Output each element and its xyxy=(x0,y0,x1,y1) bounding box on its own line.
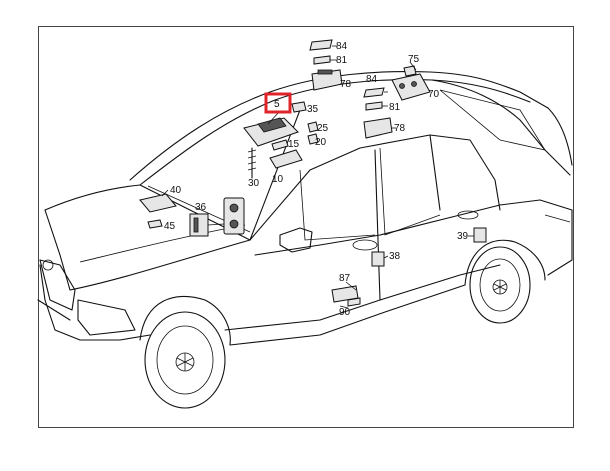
part-38-switch xyxy=(371,251,385,267)
callout-30[interactable]: 30 xyxy=(248,178,260,189)
callout-40[interactable]: 40 xyxy=(170,185,182,196)
diagram-frame xyxy=(38,26,574,428)
callout-5-highlight-box xyxy=(264,92,292,114)
callout-45[interactable]: 45 xyxy=(164,221,176,232)
callout-84-right[interactable]: 84 xyxy=(366,74,378,85)
part-35-switch xyxy=(291,101,307,113)
part-84-lens-right xyxy=(363,87,385,98)
interior-parts xyxy=(139,39,487,307)
callout-90[interactable]: 90 xyxy=(339,307,351,318)
part-10-lamp xyxy=(269,149,303,169)
leader-lines xyxy=(161,45,474,309)
part-70-console xyxy=(391,73,431,101)
part-81-lamp-right xyxy=(365,101,383,111)
callout-36[interactable]: 36 xyxy=(195,202,207,213)
car-body-outline xyxy=(37,70,573,409)
callout-75[interactable]: 75 xyxy=(408,54,420,65)
part-40-module xyxy=(139,193,177,213)
callout-labels: 84 81 78 75 84 70 35 81 25 20 78 15 30 1… xyxy=(164,41,469,318)
callout-81-top[interactable]: 81 xyxy=(336,55,348,66)
part-20-bulb xyxy=(307,133,319,145)
callout-25[interactable]: 25 xyxy=(317,123,329,134)
part-switch-panel xyxy=(223,197,245,235)
callout-5[interactable]: 5 xyxy=(274,99,280,110)
part-84-lens-top xyxy=(309,39,333,51)
part-45-sensor xyxy=(147,219,163,229)
part-15-lamp xyxy=(271,139,289,151)
callout-20[interactable]: 20 xyxy=(315,137,327,148)
part-75-bulb xyxy=(403,65,417,77)
part-90-lens xyxy=(347,297,361,307)
callout-78-top[interactable]: 78 xyxy=(340,79,352,90)
callout-84-top[interactable]: 84 xyxy=(336,41,348,52)
callout-15[interactable]: 15 xyxy=(288,139,300,150)
part-25-bulb xyxy=(307,121,319,133)
part-78-housing-right xyxy=(363,117,393,139)
callout-87[interactable]: 87 xyxy=(339,273,351,284)
callout-39[interactable]: 39 xyxy=(457,231,469,242)
part-39-switch xyxy=(473,227,487,243)
callout-81-right[interactable]: 81 xyxy=(389,102,401,113)
callout-35[interactable]: 35 xyxy=(307,104,319,115)
callout-70[interactable]: 70 xyxy=(428,89,440,100)
callout-10[interactable]: 10 xyxy=(272,174,284,185)
part-36-switch-block xyxy=(189,213,209,237)
part-81-lamp-top xyxy=(313,55,331,65)
callout-78-right[interactable]: 78 xyxy=(394,123,406,134)
callout-38[interactable]: 38 xyxy=(389,251,401,262)
